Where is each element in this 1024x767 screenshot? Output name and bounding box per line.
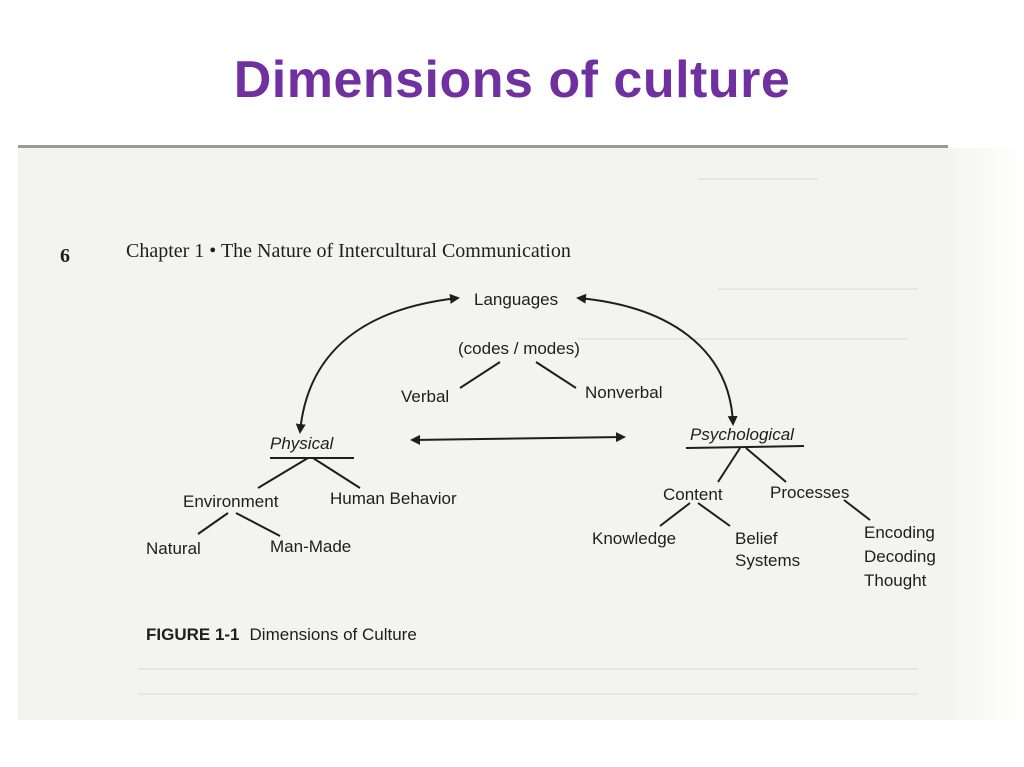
node-physical: Physical	[270, 434, 334, 453]
node-natural: Natural	[146, 539, 201, 558]
node-processes: Processes	[770, 483, 850, 502]
node-thought: Thought	[864, 571, 927, 590]
branch-natural	[197, 512, 229, 535]
bleed-through-line	[578, 338, 908, 340]
node-nonverbal: Nonverbal	[585, 383, 663, 402]
figure-caption: FIGURE 1-1 Dimensions of Culture	[146, 625, 417, 645]
branch-nonverbal	[535, 361, 577, 389]
psychological-underline	[685, 445, 805, 449]
node-belief: Belief	[735, 529, 778, 548]
figure-label: FIGURE 1-1	[146, 625, 240, 644]
branch-content	[717, 447, 741, 483]
node-verbal: Verbal	[401, 387, 450, 406]
branch-processes	[745, 447, 787, 483]
node-codes-modes: (codes / modes)	[458, 339, 580, 358]
bleed-through-line	[718, 288, 918, 290]
node-decoding: Decoding	[864, 547, 936, 566]
arrow-physical-psychological	[410, 432, 626, 445]
node-languages: Languages	[474, 290, 559, 309]
branch-encoding	[843, 499, 871, 521]
arrow-psychological-languages	[576, 293, 738, 426]
branch-human-behavior	[312, 457, 361, 489]
scanned-book-page: 6 Chapter 1 • The Nature of Intercultura…	[18, 145, 1024, 720]
branch-man-made	[235, 512, 281, 537]
node-encoding: Encoding	[864, 523, 935, 542]
diagram-connectors	[197, 293, 871, 537]
node-human-behavior: Human Behavior	[330, 489, 457, 508]
branch-knowledge	[659, 502, 691, 527]
bleed-through-line	[138, 693, 918, 695]
branch-belief-systems	[697, 502, 731, 527]
branch-verbal	[459, 361, 501, 389]
node-psychological: Psychological	[690, 425, 794, 444]
node-environment: Environment	[183, 492, 279, 511]
branch-environment	[257, 457, 309, 489]
arrow-physical-languages	[295, 293, 460, 434]
node-content: Content	[663, 485, 723, 504]
figure-caption-text: Dimensions of Culture	[249, 625, 417, 644]
bleed-through-line	[138, 668, 918, 670]
slide-title: Dimensions of culture	[233, 51, 791, 109]
running-header: Chapter 1 • The Nature of Intercultural …	[126, 240, 571, 262]
node-man-made: Man-Made	[270, 537, 352, 556]
scan-edge-fade	[948, 148, 1024, 720]
page-number: 6	[60, 245, 70, 267]
node-knowledge: Knowledge	[592, 529, 677, 548]
node-systems: Systems	[735, 551, 801, 570]
bleed-through-line	[698, 178, 818, 180]
